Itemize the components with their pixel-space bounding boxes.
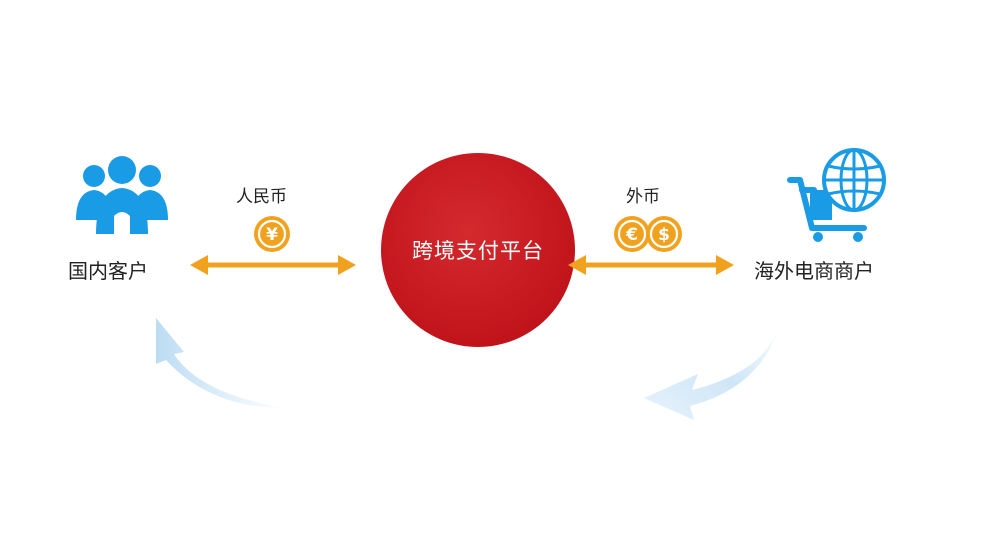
rmb-label: 人民币 <box>236 187 287 207</box>
domestic-customer-label: 国内客户 <box>68 259 148 283</box>
yuan-symbol: ¥ <box>266 225 278 245</box>
left-exchange-arrow <box>190 255 356 275</box>
people-icon <box>76 156 168 234</box>
overseas-merchant-label: 海外电商商户 <box>754 259 874 283</box>
cross-border-platform-circle: 跨境支付平台 <box>381 153 575 347</box>
euro-symbol: € <box>625 225 638 245</box>
euro-dollar-coins-icon: € $ <box>614 216 682 252</box>
foreign-currency-label: 外币 <box>626 187 660 207</box>
yuan-coin-icon: ¥ <box>254 216 290 252</box>
flow-arrow-right <box>644 316 782 420</box>
platform-label: 跨境支付平台 <box>412 239 544 263</box>
right-exchange-arrow <box>568 255 734 275</box>
flow-arrow-left <box>156 318 285 408</box>
dollar-symbol: $ <box>658 225 670 245</box>
globe-cart-icon <box>787 148 886 242</box>
